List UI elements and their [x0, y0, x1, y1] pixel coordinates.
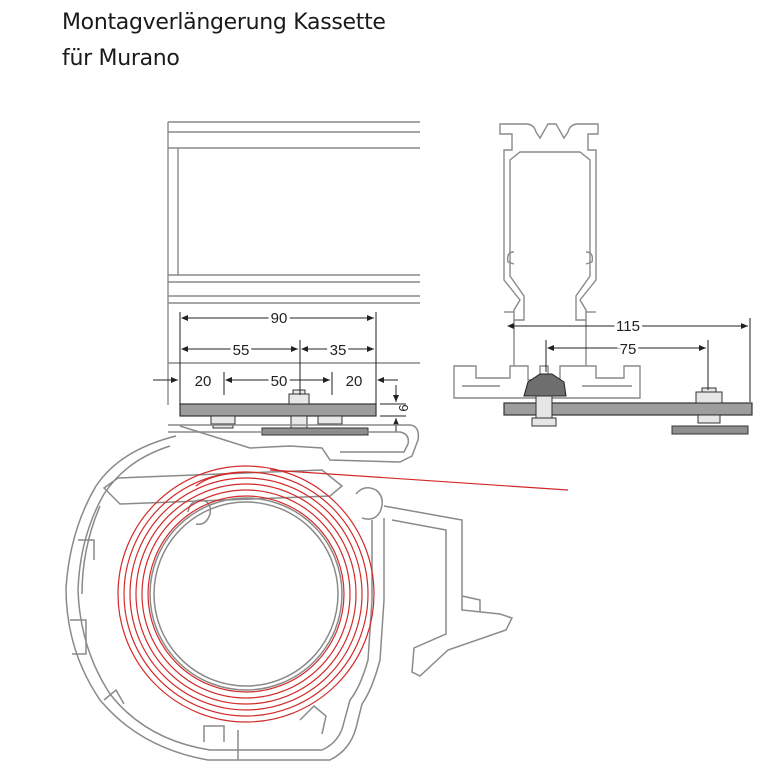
- dim-20-left: 20: [195, 373, 212, 390]
- dim-55: 55: [233, 342, 250, 359]
- dim-20-right: 20: [346, 373, 363, 390]
- rail-cross-section: [453, 123, 641, 399]
- dim-115: 115: [616, 318, 640, 335]
- dim-6: 6: [396, 404, 411, 411]
- title-line-1: Montagverlängerung Kassette: [62, 10, 386, 35]
- right-dimensions: [507, 318, 751, 402]
- dim-35: 35: [330, 342, 347, 359]
- spring-coil: [117, 465, 569, 723]
- dim-75: 75: [620, 341, 637, 358]
- coil-drum: [149, 497, 343, 691]
- right-mounting-plate: [503, 373, 753, 435]
- left-mounting-plate: [179, 389, 377, 436]
- dim-50: 50: [271, 373, 288, 390]
- left-dimensions: [153, 312, 406, 432]
- cassette-housing: [65, 424, 514, 761]
- side-rail-profile: [167, 121, 420, 405]
- title-line-2: für Murano: [62, 46, 180, 71]
- dim-90: 90: [271, 310, 288, 327]
